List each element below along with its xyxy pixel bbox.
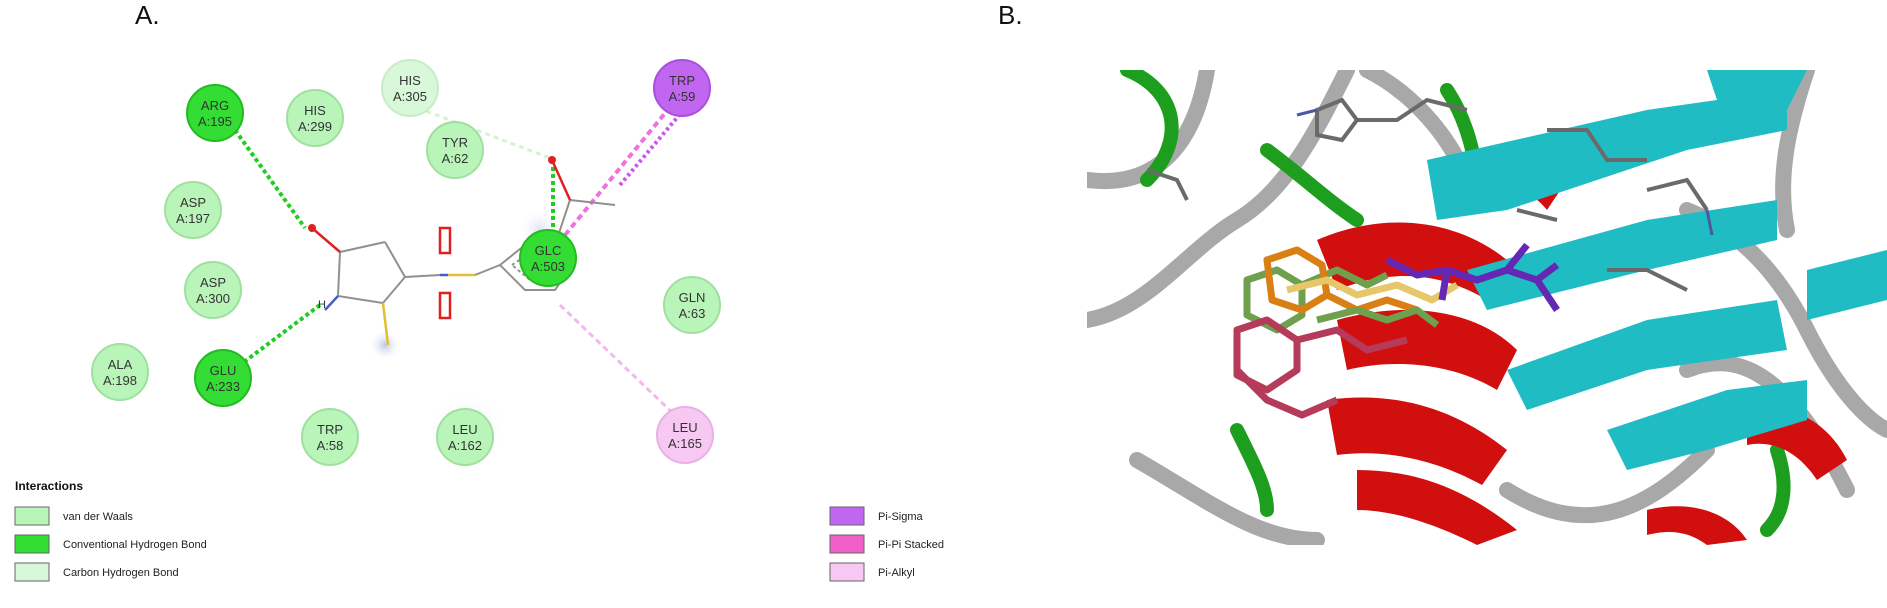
legend-swatch-chbond — [14, 562, 50, 582]
residue-bubble — [184, 261, 242, 319]
residue-bubble — [381, 59, 439, 117]
legend-swatch-pisigma — [829, 506, 865, 526]
residue-bubble — [301, 408, 359, 466]
residue-bubbles: ARGA:195HISA:299HISA:305TYRA:62TRPA:59AS… — [91, 59, 721, 466]
residue-sticks — [1146, 97, 1709, 292]
residue-bubble — [656, 406, 714, 464]
protein-3d-svg — [1079, 62, 1887, 548]
residue-name: GLN — [679, 290, 706, 305]
hydrogen-label: H — [318, 299, 326, 311]
residue-name: HIS — [399, 73, 421, 88]
residue-bubble — [426, 121, 484, 179]
residue-id: A:59 — [669, 89, 696, 104]
legend-swatch-hbond — [14, 534, 50, 554]
residue-id: A:300 — [196, 291, 230, 306]
legend-swatch-pialkyl — [829, 562, 865, 582]
residue-id: A:299 — [298, 119, 332, 134]
pi-alkyl-line — [558, 303, 682, 422]
legend-label-vdw: van der Waals — [63, 511, 133, 523]
legend-swatch-pistack — [829, 534, 865, 554]
protein-ligand-3d-render — [1079, 62, 1887, 548]
residue-id: A:195 — [198, 114, 232, 129]
residue-name: GLC — [535, 243, 562, 258]
carbon-hbond-line — [417, 106, 551, 160]
residue-name: TRP — [669, 73, 695, 88]
residue-id: A:305 — [393, 89, 427, 104]
solvent-glow — [369, 329, 401, 361]
oxygen-atom — [308, 224, 316, 232]
legend-swatch-vdw — [14, 506, 50, 526]
residue-id: A:162 — [448, 438, 482, 453]
residue-name: TYR — [442, 135, 468, 150]
legend-label-hbond: Conventional Hydrogen Bond — [63, 539, 207, 551]
residue-name: ARG — [201, 98, 229, 113]
legend-title: Interactions — [15, 479, 83, 493]
panel-label-b: B. — [998, 0, 1023, 30]
hbond-line — [238, 303, 322, 367]
residue-id: A:233 — [206, 379, 240, 394]
residue-bubble — [286, 89, 344, 147]
ligand-heteroatoms — [311, 159, 572, 346]
legend-label-pisigma: Pi-Sigma — [878, 511, 924, 523]
residue-id: A:165 — [668, 436, 702, 451]
residue-bubble — [194, 349, 252, 407]
residue-name: LEU — [452, 422, 477, 437]
residue-bubble — [653, 59, 711, 117]
residue-id: A:58 — [317, 438, 344, 453]
nitrogen-sticks — [1296, 108, 1714, 236]
cyan-strands — [1427, 70, 1887, 470]
legend-label-chbond: Carbon Hydrogen Bond — [63, 567, 179, 579]
ligand-poses — [1233, 242, 1560, 419]
residue-id: A:197 — [176, 211, 210, 226]
residue-name: GLU — [210, 363, 237, 378]
legend-label-pistack: Pi-Pi Stacked — [878, 539, 944, 551]
oxygen-atom — [548, 156, 556, 164]
residue-bubble — [436, 408, 494, 466]
hbond-line — [233, 128, 307, 230]
residue-name: ALA — [108, 357, 133, 372]
pi-sigma-line — [563, 93, 682, 237]
residue-bubble — [91, 343, 149, 401]
residue-name: TRP — [317, 422, 343, 437]
residue-id: A:198 — [103, 373, 137, 388]
residue-bubble — [186, 84, 244, 142]
residue-bubble — [519, 229, 577, 287]
residue-name: ASP — [180, 195, 206, 210]
interaction-diagram-svg: H ARGA:195HISA:299HISA:305TYRA:62TRPA:59… — [14, 59, 944, 582]
residue-name: ASP — [200, 275, 226, 290]
residue-id: A:62 — [442, 151, 469, 166]
residue-bubble — [663, 276, 721, 334]
residue-id: A:503 — [531, 259, 565, 274]
residue-id: A:63 — [679, 306, 706, 321]
residue-bubble — [164, 181, 222, 239]
panel-label-a: A. — [135, 0, 160, 30]
residue-name: HIS — [304, 103, 326, 118]
residue-name: LEU — [672, 420, 697, 435]
legend-label-pialkyl: Pi-Alkyl — [878, 567, 915, 579]
